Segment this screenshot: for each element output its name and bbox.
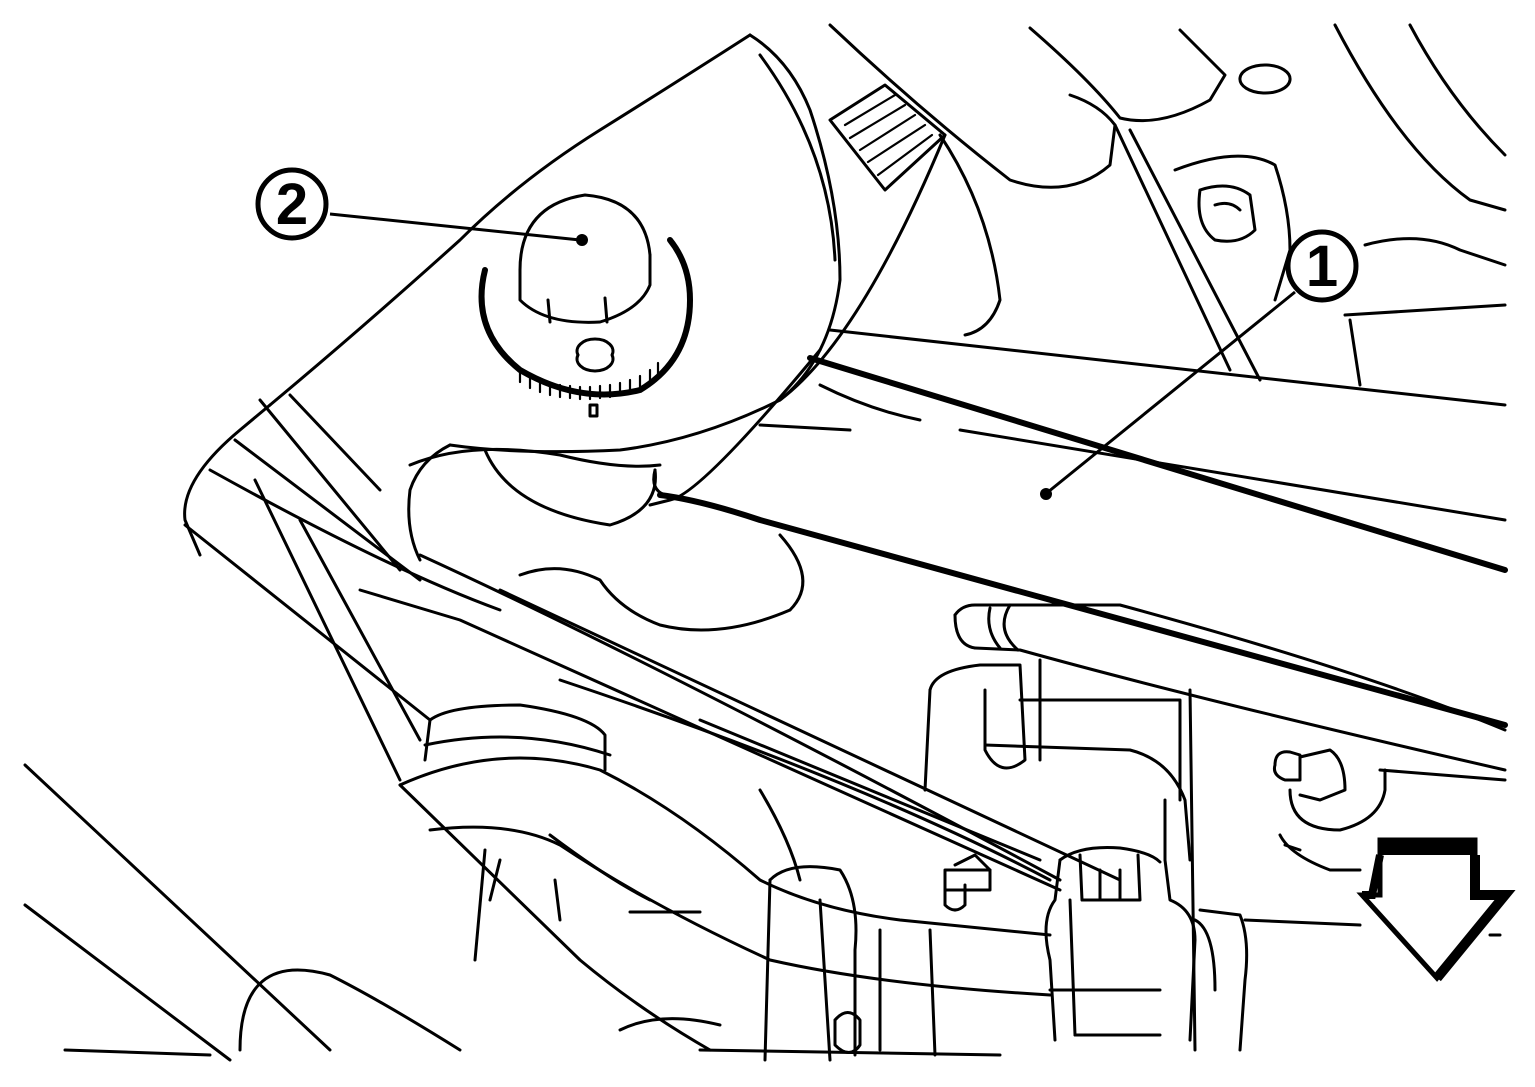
callout-2-circle bbox=[255, 167, 329, 241]
graduation-marks bbox=[518, 361, 660, 401]
callout-1-leader bbox=[1047, 290, 1296, 494]
callout-2-dot bbox=[576, 234, 588, 246]
body-structure bbox=[828, 23, 1507, 387]
bar-clamp bbox=[758, 788, 862, 1062]
callout-1-label: 1 bbox=[1306, 234, 1338, 299]
lower-frame bbox=[698, 908, 1502, 1057]
hex-nut bbox=[1044, 846, 1197, 1042]
stabilizer-bar bbox=[23, 756, 1052, 1062]
right-stud bbox=[1273, 748, 1507, 872]
hose-pipe bbox=[953, 603, 1507, 772]
callout-2: 2 bbox=[255, 167, 588, 246]
callout-1-dot bbox=[1040, 488, 1052, 500]
adjusting-bolt-nut bbox=[478, 193, 693, 418]
callout-2-label: 2 bbox=[276, 172, 308, 237]
small-bolt bbox=[943, 853, 992, 912]
bushing bbox=[423, 703, 612, 772]
knuckle-body bbox=[268, 33, 1002, 632]
callout-1-circle bbox=[1285, 229, 1359, 303]
callout-1: 1 bbox=[1040, 229, 1359, 500]
lower-arm-structure bbox=[183, 393, 1122, 892]
down-arrow-icon bbox=[1356, 837, 1516, 982]
link-arm bbox=[652, 328, 1508, 728]
mounting-bracket bbox=[923, 658, 1197, 1052]
callout-2-leader bbox=[329, 212, 581, 242]
